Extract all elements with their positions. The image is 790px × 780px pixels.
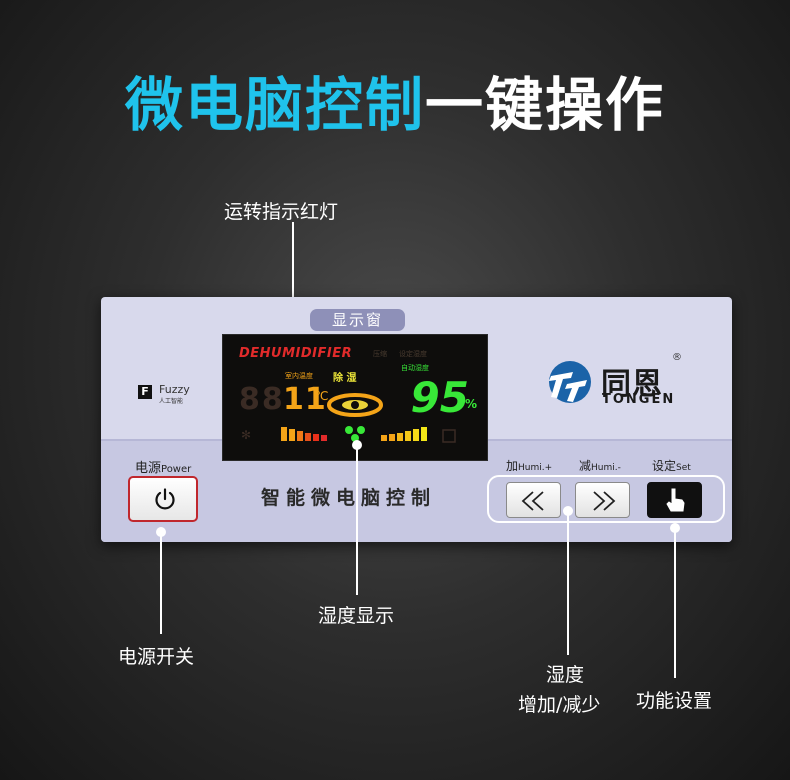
lcd-bar-left — [281, 427, 287, 441]
callout-power-line — [160, 534, 162, 634]
humidity-button-group — [487, 475, 725, 523]
lcd-label-temp: 室内温度 — [285, 372, 313, 380]
lcd-bar-left — [297, 431, 303, 441]
headline: 微电脑控制一键操作 — [0, 58, 790, 142]
lcd-bar-left — [305, 433, 311, 441]
callout-adjust-line — [567, 513, 569, 655]
double-left-arrow-icon — [521, 491, 544, 511]
power-label-cn: 电源 — [135, 461, 162, 476]
lcd-label-humidity: 自动湿度 — [401, 364, 429, 372]
lcd-display: DEHUMIDIFIER 压缩 设定湿度 室内温度 除 湿 自动湿度 88 11… — [222, 334, 488, 461]
lcd-bar-right — [405, 431, 411, 441]
callout-set-line — [674, 530, 676, 678]
set-label: 设定Set — [652, 457, 691, 474]
headline-rest: 一键操作 — [425, 71, 666, 139]
pointing-hand-icon — [665, 488, 685, 512]
callout-humidity-line — [356, 447, 358, 595]
humidity-minus-label-cn: 减 — [579, 459, 592, 473]
humidity-minus-label: 减Humi.- — [579, 457, 621, 474]
fuzzy-label: Fuzzy — [159, 383, 190, 396]
set-button[interactable] — [647, 482, 702, 518]
humidity-plus-label-cn: 加 — [506, 459, 519, 473]
lcd-drop — [345, 426, 353, 434]
humidity-plus-button[interactable] — [506, 482, 561, 518]
humidity-plus-label-en: Humi.+ — [518, 463, 553, 473]
set-label-en: Set — [676, 463, 691, 473]
headline-accent: 微电脑控制 — [124, 71, 425, 139]
lcd-humidity-unit: % — [464, 397, 477, 411]
lcd-mode: 除 湿 — [333, 373, 357, 384]
fan-center — [351, 401, 359, 409]
brand-name-en: TONGEN — [602, 392, 676, 407]
callout-indicator-line — [292, 222, 294, 352]
humidity-minus-button[interactable] — [575, 482, 630, 518]
power-button[interactable] — [128, 476, 198, 522]
fan-ring-outer — [327, 393, 383, 417]
lcd-temp-value: 11 — [283, 382, 327, 417]
lcd-title: DEHUMIDIFIER — [239, 346, 353, 361]
double-right-arrow-icon — [592, 491, 615, 511]
lcd-temp-ghost: 88 — [239, 382, 285, 417]
lcd-bar-right — [397, 433, 403, 441]
panel-slogan: 智能微电脑控制 — [261, 487, 437, 509]
callout-function-set: 功能设置 — [636, 690, 713, 712]
power-label: 电源Power — [135, 457, 191, 476]
lcd-label-set-humidity: 设定湿度 — [399, 350, 427, 358]
lcd-bar-left — [313, 434, 319, 441]
fuzzy-sublabel: 人工智能 — [159, 398, 184, 405]
lcd-bar-left — [289, 429, 295, 441]
brand-logo-icon — [549, 361, 591, 403]
power-icon — [155, 488, 175, 510]
power-label-en: Power — [161, 464, 192, 475]
lcd-bar-right — [381, 435, 387, 441]
lcd-ghost-icon — [442, 429, 456, 443]
callout-humidity-adjust-line1: 湿度 — [546, 664, 585, 686]
callout-power-dot — [156, 527, 166, 537]
callout-humidity-adjust-line2: 增加/减少 — [518, 694, 601, 716]
lcd-graphics: ✻ — [241, 393, 456, 443]
lcd-bar-right — [413, 429, 419, 441]
brand-registered-mark: ® — [672, 352, 682, 363]
callout-humidity-dot — [352, 440, 362, 450]
lcd-label-compressor: 压缩 — [373, 350, 387, 358]
display-window-tag: 显示窗 — [310, 309, 405, 331]
lcd-bar-right — [389, 434, 395, 441]
lcd-humidity-value: 95 — [410, 373, 469, 422]
callout-indicator: 运转指示红灯 — [224, 201, 339, 223]
control-panel: 显示窗 DEHUMIDIFIER 压缩 设定湿度 室内温度 除 湿 自动湿度 8… — [101, 297, 732, 542]
lcd-bar-right — [421, 427, 427, 441]
lcd-temp-unit: ℃ — [315, 389, 329, 403]
callout-power-switch: 电源开关 — [118, 646, 195, 668]
callout-humidity-display: 湿度显示 — [318, 605, 395, 627]
lcd-bar-left — [321, 435, 327, 441]
humidity-minus-label-en: Humi.- — [591, 463, 621, 473]
brand-name-cn: 同恩 — [601, 367, 663, 402]
callout-adjust-dot — [563, 506, 573, 516]
fuzzy-logo-icon: F — [138, 385, 152, 399]
lcd-drop — [357, 426, 365, 434]
callout-set-dot — [670, 523, 680, 533]
set-label-cn: 设定 — [652, 459, 677, 473]
lcd-ghost-snow: ✻ — [241, 428, 251, 442]
humidity-plus-label: 加Humi.+ — [506, 457, 552, 474]
